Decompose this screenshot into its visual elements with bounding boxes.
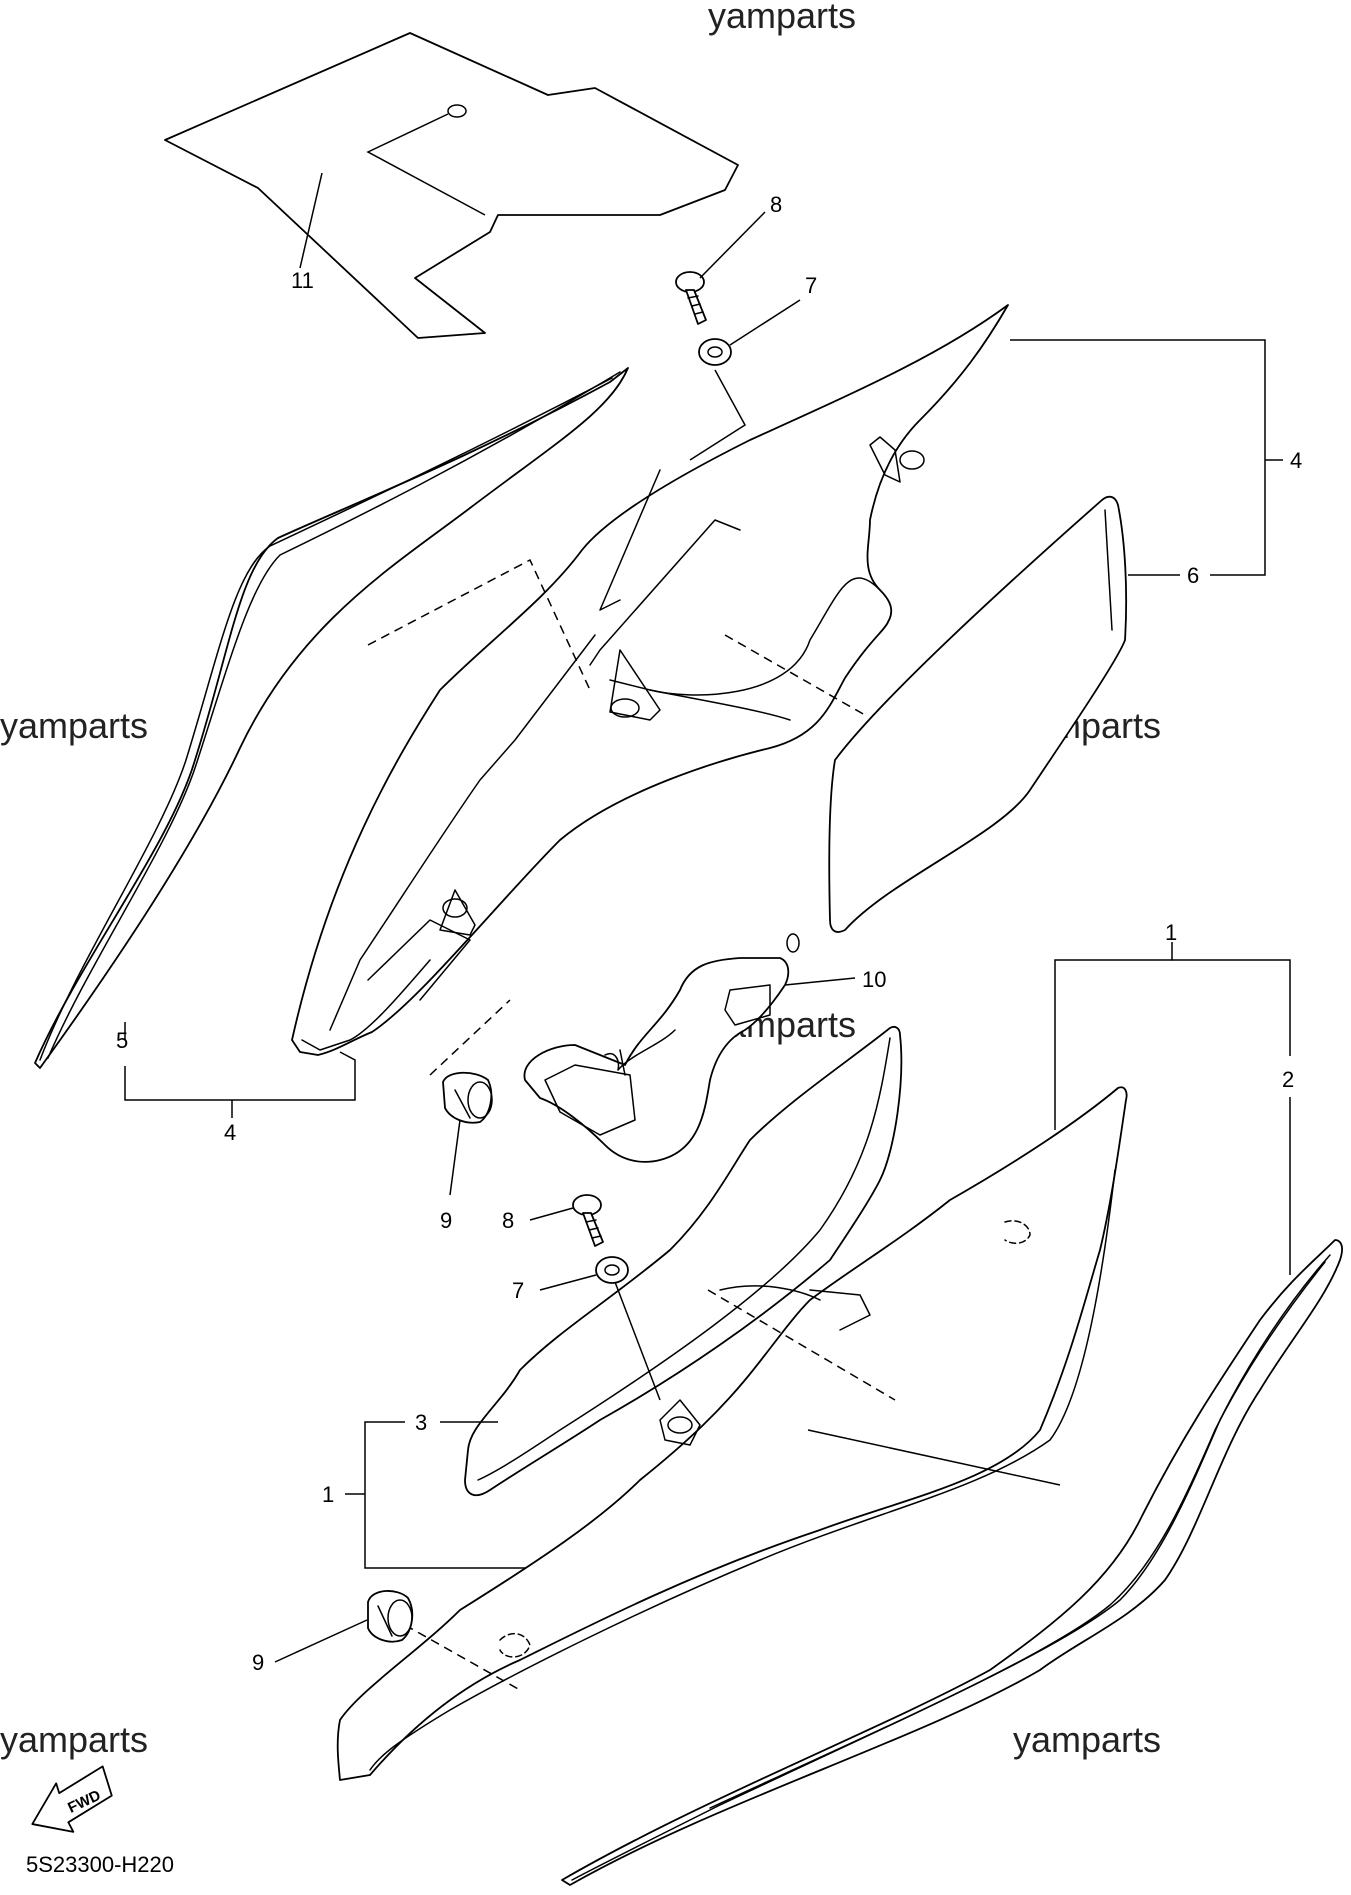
part-10-bracket <box>523 933 800 1163</box>
callout-9-top: 9 <box>440 1208 452 1233</box>
callout-4-right: 4 <box>1290 448 1302 473</box>
callout-7-mid: 7 <box>512 1278 524 1303</box>
callout-7-top: 7 <box>805 273 817 298</box>
part-1-side-cover-lower <box>336 1086 1128 1781</box>
part-2-stripe-decal-right <box>561 1239 1343 1886</box>
watermark-bottom-left: yamparts <box>0 1719 148 1760</box>
callout-1-left: 1 <box>322 1482 334 1507</box>
callout-5: 5 <box>116 1028 128 1053</box>
watermark-top: yamparts <box>708 0 856 36</box>
callout-10: 10 <box>862 967 886 992</box>
callout-3: 3 <box>415 1410 427 1435</box>
diagram-code: 5S23300-H220 <box>26 1852 174 1877</box>
part-7-washer-top <box>698 338 732 366</box>
part-6-side-panel <box>828 495 1128 933</box>
part-8-screw-mid <box>572 1194 604 1247</box>
callout-8-mid: 8 <box>502 1208 514 1233</box>
part-8-screw-top <box>675 271 707 325</box>
part-4-side-cover-upper <box>291 304 1009 1056</box>
part-9-grommet-bottom <box>367 1590 414 1643</box>
callout-2: 2 <box>1282 1067 1294 1092</box>
fwd-arrow-icon: FWD <box>31 1765 113 1833</box>
callout-8-top: 8 <box>770 192 782 217</box>
part-5-stripe-decal-left <box>34 367 629 1069</box>
part-11-label-plate <box>164 32 739 339</box>
watermark-left: yamparts <box>0 705 148 746</box>
part-9-grommet-top <box>442 1071 493 1124</box>
part-7-washer-mid <box>595 1256 629 1284</box>
callout-6: 6 <box>1187 563 1199 588</box>
part-3-lower-panel <box>464 1025 903 1497</box>
callout-1-top: 1 <box>1165 920 1177 945</box>
callout-4-bottom: 4 <box>224 1120 236 1145</box>
callout-9-bottom: 9 <box>252 1650 264 1675</box>
watermark-bottom-right: yamparts <box>1013 1719 1161 1760</box>
callout-11: 11 <box>291 268 314 293</box>
